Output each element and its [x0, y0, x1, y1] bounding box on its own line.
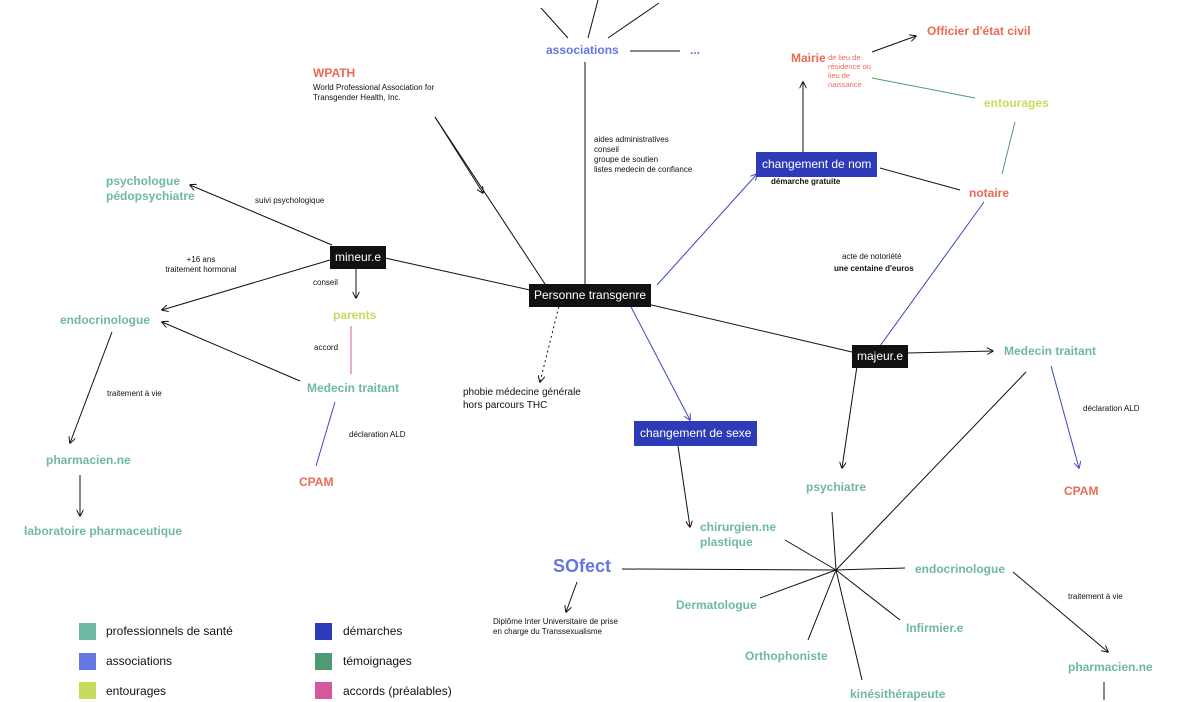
node-cpam-left: CPAM [299, 475, 334, 489]
legend-swatch-temoignages [315, 653, 332, 670]
node-psychiatre: psychiatre [806, 480, 867, 494]
node-laboratoire: laboratoire pharmaceutique [24, 524, 183, 538]
node-mairie-desc: de lieu de résidence ou lieu de naissanc… [828, 53, 871, 89]
node-majeur: majeur.e [852, 345, 909, 368]
edge-personne-phobie [540, 301, 561, 382]
edge-sexe-chirurgien [677, 445, 690, 527]
node-officier-etat-civil: Officier d'état civil [927, 24, 1031, 38]
star-dermatologue [759, 569, 837, 599]
edge-mairie-officier [871, 36, 916, 53]
node-cpam-right: CPAM [1064, 484, 1099, 498]
node-infirmier: Infirmier.e [906, 621, 964, 635]
label-centaine-euros: une centaine d'euros [834, 264, 914, 273]
edge-wpath-personne [434, 116, 546, 285]
legend-swatch-professionnels [79, 623, 96, 640]
node-changement-de-sexe: changement de sexe [634, 421, 758, 446]
star-kine [835, 569, 863, 681]
node-pharmacien-right: pharmacien.ne [1068, 660, 1153, 674]
legend-swatch-demarches [315, 623, 332, 640]
edge-entourages-notaire [1001, 121, 1016, 175]
node-entourages: entourages [984, 96, 1049, 110]
star-infirmier [835, 569, 901, 621]
legend-swatch-accords [315, 682, 332, 699]
node-endocrinologue-left: endocrinologue [60, 313, 150, 327]
node-phobie: phobie médecine générale hors parcours T… [463, 387, 581, 411]
node-psychologue: psychologue pédopsychiatre [106, 174, 195, 203]
legend-label-associations: associations [106, 654, 173, 668]
node-endocrinologue-right: endocrinologue [915, 562, 1005, 576]
edge-mineur-endocrino [162, 259, 331, 310]
edge-personne-majeur [629, 299, 853, 353]
star-endocrino [835, 567, 906, 571]
edge-mairie-entourages [871, 77, 976, 99]
node-wpath-desc: World Professional Association for Trans… [313, 83, 435, 102]
edge-sofect-diu [566, 581, 578, 612]
edge-majeur-psychiatre [842, 365, 858, 468]
node-notaire: notaire [969, 186, 1010, 200]
edge-mineur-psychologue [190, 185, 333, 246]
legend-label-temoignages: témoignages [343, 654, 412, 668]
node-mineur: mineur.e [330, 246, 387, 269]
label-suivi-psy: suivi psychologique [255, 196, 325, 205]
node-chirurgien: chirurgien.ne plastique [700, 520, 777, 549]
label-assoc-services: aides administratives conseil groupe de … [594, 135, 693, 174]
label-acte-notoriete: acte de notoriété [842, 252, 902, 261]
edge-medecin-cpam-left [315, 401, 336, 467]
star-up [831, 511, 837, 571]
edge-endocrino-pharmacien-right [1012, 571, 1108, 652]
legend-label-demarches: démarches [343, 624, 403, 638]
node-kinesitherapeute: kinésithérapeute [850, 687, 946, 701]
label-declaration-ald-left: déclaration ALD [349, 430, 406, 439]
node-pharmacien-left: pharmacien.ne [46, 453, 131, 467]
label-demarche-gratuite: démarche gratuite [771, 177, 841, 186]
edge-medecin-star [835, 371, 1027, 571]
edge-nom-notaire [879, 167, 961, 191]
star-chirurgien [784, 539, 837, 571]
star-orthophoniste [807, 569, 837, 641]
label-plus16: +16 ans traitement hormonal [165, 255, 237, 274]
label-conseil: conseil [313, 278, 338, 287]
node-associations: associations [546, 43, 619, 57]
edge-wpath-arrow [434, 116, 483, 193]
edge-endocrino-pharmacien [70, 331, 113, 443]
legend-label-professionnels: professionnels de santé [106, 624, 233, 638]
label-traitement-vie-left: traitement à vie [107, 389, 162, 398]
edge-mineur-personne [384, 257, 531, 291]
legend-swatch-entourages [79, 682, 96, 699]
label-diu: Diplôme Inter Universitaire de prise en … [493, 617, 618, 636]
node-orthophoniste: Orthophoniste [745, 649, 828, 663]
edge-medecin-endocrino [162, 322, 301, 382]
legend-label-entourages: entourages [106, 684, 167, 698]
edge-assoc-spoke-3 [607, 2, 660, 39]
edge-medecin-cpam-right [1050, 365, 1079, 468]
label-accord: accord [314, 343, 339, 352]
node-sofect: SOfect [553, 556, 612, 576]
edge-majeur-medecin [906, 351, 993, 353]
node-changement-de-nom: changement de nom [756, 152, 878, 177]
node-dermatologue: Dermatologue [676, 598, 757, 612]
star-sofect [621, 568, 837, 571]
legend-swatch-associations [79, 653, 96, 670]
node-personne-transgenre: Personne transgenre [529, 284, 652, 307]
edge-majeur-notaire [879, 201, 985, 347]
node-medecin-traitant-right: Medecin traitant [1004, 344, 1097, 358]
legend-label-accords: accords (préalables) [343, 684, 452, 698]
label-traitement-vie-right: traitement à vie [1068, 592, 1123, 601]
node-parents: parents [333, 308, 377, 322]
edge-personne-sexe [629, 304, 690, 420]
edge-personne-nom [656, 174, 757, 286]
node-wpath-title: WPATH [313, 66, 356, 80]
node-mairie: Mairie [791, 51, 826, 65]
node-medecin-traitant-left: Medecin traitant [307, 381, 400, 395]
edge-assoc-spoke-2 [587, 0, 599, 39]
edge-assoc-spoke-1 [540, 7, 569, 39]
node-ellipsis: ... [690, 43, 701, 57]
label-declaration-ald-right: déclaration ALD [1083, 404, 1140, 413]
